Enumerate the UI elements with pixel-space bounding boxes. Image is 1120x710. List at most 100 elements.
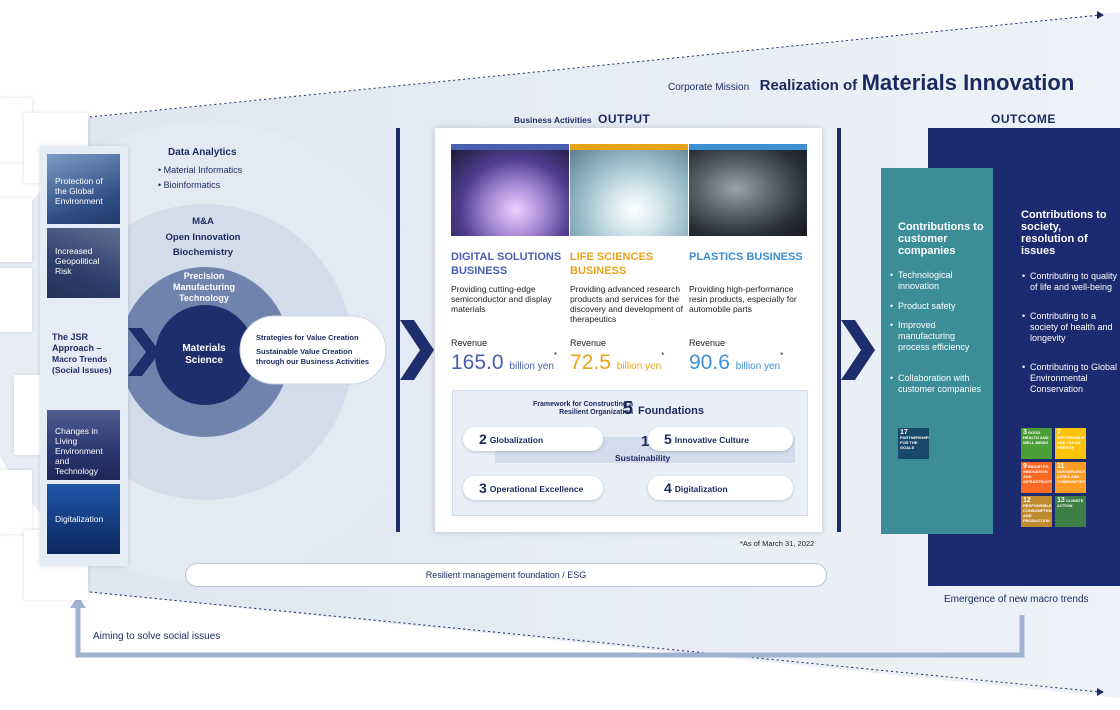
list-item: • Bioinformatics	[158, 180, 221, 190]
open-innovation-label: Open Innovation	[165, 231, 241, 243]
precision-manufacturing-label: Precision Manufacturing Technology	[173, 271, 235, 303]
bottom-dotted-line	[89, 591, 1101, 693]
sdg-7-icon: 7 AFFORDABLE AND CLEAN ENERGY	[1055, 428, 1086, 459]
bottom-arrowhead	[1097, 688, 1104, 696]
footnote-marker: *	[661, 351, 665, 360]
footnote-marker: *	[780, 351, 784, 360]
bioinformatics: Bioinformatics	[163, 180, 221, 190]
plastics-revenue: 90.6 billion yen*	[689, 351, 783, 375]
plastics-bar	[689, 144, 807, 150]
revenue-value: 72.5	[570, 351, 611, 374]
plastics-title: PLASTICS BUSINESS	[689, 251, 803, 263]
business-activities-label: Business Activities	[514, 115, 592, 125]
tile-digitalization: Digitalization	[47, 484, 120, 554]
revenue-unit: billion yen	[509, 361, 554, 372]
wafer-photo	[451, 150, 569, 236]
sdg-label: SUSTAINABLE CITIES AND COMMUNITIES	[1057, 469, 1086, 484]
chevron-left	[128, 328, 160, 376]
foundations-box: Framework for Constructing a Resilient O…	[452, 390, 808, 516]
sdg-label: PARTNERSHIPS FOR THE GOALS	[900, 435, 929, 450]
revenue-label: Revenue	[570, 338, 607, 348]
sdg-label: AFFORDABLE AND CLEAN ENERGY	[1057, 435, 1085, 450]
chevron-middle	[400, 320, 434, 380]
resilient-foundation-bar: Resilient management foundation / ESG	[185, 563, 827, 587]
output-header: Business Activities OUTPUT	[514, 112, 650, 126]
tile-global-environment: Protection of the Global Environment	[47, 154, 120, 224]
sdg-12-icon: 12 RESPONSIBLE CONSUMPTION AND PRODUCTIO…	[1021, 496, 1052, 527]
strategy-text: Strategies for Value Creation Sustainabl…	[256, 333, 380, 367]
customer-item: Collaboration with customer companies	[890, 373, 986, 395]
biochemistry-label: Biochemistry	[172, 247, 234, 258]
car-interior-photo	[689, 150, 807, 236]
digital-revenue: 165.0 billion yen*	[451, 351, 557, 375]
outcome-label: OUTCOME	[991, 112, 1056, 126]
sdg-number: 11	[1057, 463, 1065, 470]
sustainable-value-label: Sustainable Value Creation through our B…	[256, 347, 370, 366]
approach-subtitle: Macro Trends (Social Issues)	[52, 354, 112, 375]
sdg-3-icon: 3 GOOD HEALTH AND WELL-BEING	[1021, 428, 1052, 459]
aiming-label: Aiming to solve social issues	[93, 631, 221, 642]
ghost-card	[0, 470, 32, 534]
ma-block: M&A Open Innovation Biochemistry	[148, 214, 258, 261]
top-dotted-line	[89, 14, 1101, 118]
foundation-label: Operational Excellence	[489, 484, 584, 494]
life-sciences-title: LIFE SCIENCES BUSINESS	[570, 251, 654, 277]
framework-label: Framework for Constructing a Resilient O…	[533, 401, 633, 416]
core-circle	[155, 305, 255, 405]
jsr-approach: The JSR Approach – Macro Trends (Social …	[52, 332, 124, 376]
materials-innovation-title: Materials Innovation	[861, 70, 1075, 95]
revenue-unit: billion yen	[616, 361, 662, 372]
sdg-9-icon: 9 INDUSTRY, INNOVATION AND INFRASTRUCTUR…	[1021, 462, 1052, 493]
divider-2	[837, 128, 841, 532]
corporate-mission: Corporate Mission Realization of Materia…	[668, 70, 1074, 96]
plastics-desc: Providing high-performance resin product…	[689, 284, 797, 314]
emergence-label: Emergence of new macro trends	[944, 594, 1089, 605]
footnote-marker: *	[553, 351, 558, 360]
pipette-photo	[570, 150, 688, 236]
life-sciences-desc: Providing advanced research products and…	[570, 284, 683, 324]
foundations-label: Foundations	[638, 405, 704, 417]
sdg-label: RESPONSIBLE CONSUMPTION AND PRODUCTION	[1023, 503, 1052, 523]
sdg-label: CLIMATE ACTION	[1057, 498, 1084, 508]
chevron-right	[841, 320, 875, 380]
customer-contributions: Contributions to customer companies Tech…	[881, 168, 993, 534]
sdg-number: 7	[1057, 429, 1061, 436]
list-item: • Material Informatics	[158, 165, 243, 175]
society-title: Contributions to society, resolution of …	[1021, 209, 1107, 257]
macro-trends-panel: Protection of the Global Environment Inc…	[40, 146, 128, 566]
revenue-value: 90.6	[689, 351, 730, 374]
revenue-label: Revenue	[451, 338, 488, 348]
sdg-label: INDUSTRY, INNOVATION AND INFRASTRUCTURE	[1023, 464, 1052, 484]
ghost-card	[0, 268, 32, 332]
life-sciences-revenue: 72.5 billion yen*	[570, 351, 664, 375]
sdg-number: 17	[900, 429, 908, 436]
ghost-card	[0, 198, 32, 262]
sdg-number: 9	[1023, 463, 1027, 470]
sdg-label: GOOD HEALTH AND WELL-BEING	[1023, 430, 1049, 445]
output-label: OUTPUT	[598, 112, 651, 126]
foundation-number: 4	[664, 480, 672, 496]
revenue-label: Revenue	[689, 338, 726, 348]
sdg-11-icon: 11 SUSTAINABLE CITIES AND COMMUNITIES	[1055, 462, 1086, 493]
sdg-number: 3	[1023, 429, 1027, 436]
materials-science-label: Materials Science	[182, 343, 226, 366]
foundation-label: Digitalization	[674, 484, 728, 494]
feedback-arrowhead	[70, 596, 86, 608]
strategies-label: Strategies for Value Creation	[256, 333, 359, 342]
as-of-note: *As of March 31, 2022	[740, 539, 815, 548]
top-arrowhead	[1097, 11, 1104, 19]
sustainability-label: Sustainability	[615, 453, 671, 463]
output-box: DIGITAL SOLUTIONS BUSINESS Providing cut…	[435, 128, 822, 532]
digital-solutions-title: DIGITAL SOLUTIONS BUSINESS	[451, 251, 562, 277]
society-item: Contributing to quality of life and well…	[1022, 271, 1118, 293]
society-item: Contributing to Global Environmental Con…	[1022, 362, 1118, 395]
sdg-number: 12	[1023, 497, 1031, 504]
tile-geopolitical-risk: Increased Geopolitical Risk	[47, 228, 120, 298]
approach-title: The JSR Approach –	[52, 332, 102, 353]
sdg-13-icon: 13 CLIMATE ACTION	[1055, 496, 1086, 527]
customer-item: Technological innovation	[890, 270, 986, 292]
foundation-number: 2	[479, 431, 487, 447]
foundations-number: 5	[623, 398, 634, 418]
